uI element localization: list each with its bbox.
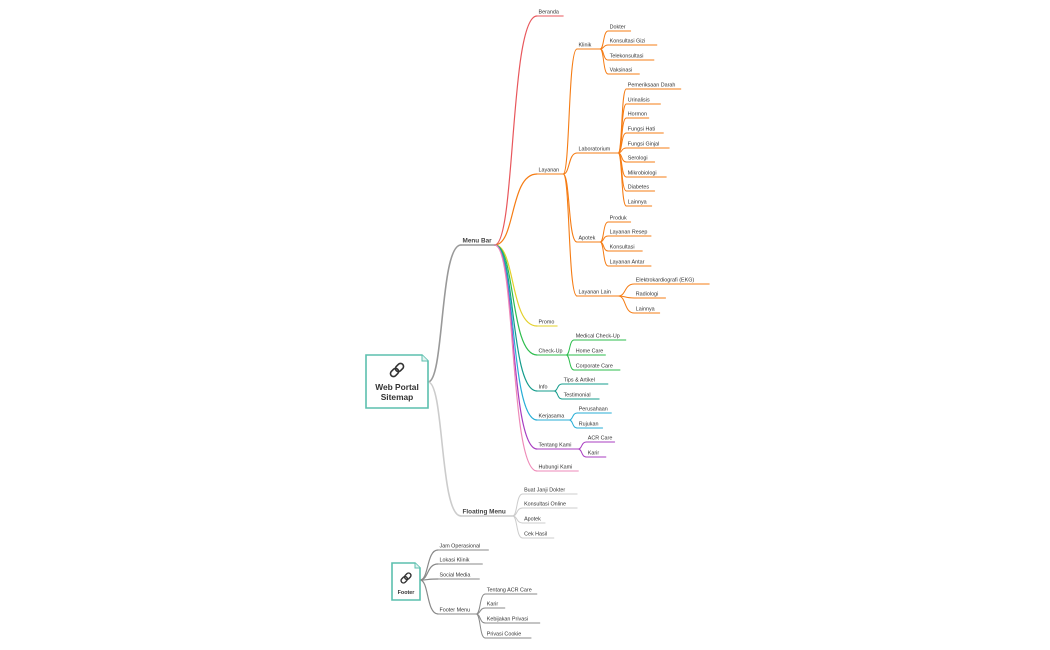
edge-layanan-layanan-lain [562, 173, 578, 297]
node-fungsi-hati[interactable]: Fungsi Hati [628, 127, 655, 133]
node-elektrokardiografi-ekg[interactable]: Elektrokardiografi (EKG) [636, 278, 695, 284]
mindmap-connectors [419, 15, 710, 639]
node-tips-artikel[interactable]: Tips & Artikel [564, 378, 595, 384]
edge-menu-bar-layanan [494, 173, 538, 246]
node-kerjasama[interactable]: Kerjasama [539, 414, 565, 420]
node-konsultasi-online[interactable]: Konsultasi Online [524, 502, 566, 508]
node-acr-care[interactable]: ACR Care [588, 436, 613, 442]
root-node-web-portal[interactable]: Web Portal Sitemap [365, 354, 429, 409]
node-apotek[interactable]: Apotek [579, 236, 596, 242]
link-icon [400, 572, 412, 584]
edge-kerjasama-leaf-1 [568, 419, 578, 429]
node-privasi-cookie[interactable]: Privasi Cookie [487, 632, 521, 638]
edge-floating-leaf-3 [512, 515, 524, 539]
edge-tentang-kami-leaf-0 [577, 441, 587, 450]
node-telekonsultasi[interactable]: Telekonsultasi [610, 54, 644, 60]
node-check-up[interactable]: Check-Up [539, 349, 563, 355]
node-karir[interactable]: Karir [588, 451, 600, 457]
node-perusahaan[interactable]: Perusahaan [579, 407, 608, 413]
node-lokasi-klinik[interactable]: Lokasi Klinik [440, 558, 470, 564]
edge-check-up-leaf-2 [565, 354, 575, 371]
node-menu-bar[interactable]: Menu Bar [463, 238, 493, 245]
edge-info-leaf-0 [553, 383, 563, 392]
node-layanan-resep[interactable]: Layanan Resep [610, 230, 648, 236]
node-radiologi[interactable]: Radiologi [636, 292, 658, 298]
node-diabetes[interactable]: Diabetes [628, 185, 650, 191]
node-fungsi-ginjal[interactable]: Fungsi Ginjal [628, 142, 659, 148]
node-laboratorium[interactable]: Laboratorium [579, 147, 611, 153]
edge-menu-bar-hubungi-kami [494, 244, 538, 472]
node-produk[interactable]: Produk [610, 216, 627, 222]
node-layanan-lain[interactable]: Layanan Lain [579, 290, 611, 296]
edge-footer-menu-leaf-3 [475, 613, 486, 639]
root-node-footer[interactable]: Footer [391, 562, 421, 601]
node-apotek[interactable]: Apotek [524, 517, 541, 523]
node-hormon[interactable]: Hormon [628, 112, 647, 118]
node-corporate-care[interactable]: Corporate Care [576, 364, 613, 370]
edge-tentang-kami-leaf-1 [577, 448, 587, 458]
edge-footer-footer-menu [419, 579, 439, 615]
edge-layanan-apotek [562, 173, 578, 243]
node-konsultasi-gizi[interactable]: Konsultasi Gizi [610, 39, 646, 45]
node-buat-janji-dokter[interactable]: Buat Janji Dokter [524, 488, 565, 494]
node-hubungi-kami[interactable]: Hubungi Kami [539, 465, 573, 471]
footer-title: Footer [398, 590, 416, 596]
node-layanan[interactable]: Layanan [539, 168, 560, 174]
edge-kerjasama-leaf-0 [568, 412, 578, 421]
edge-floating-leaf-0 [512, 493, 524, 517]
edge-layanan-klinik [562, 48, 578, 175]
node-testimonial[interactable]: Testimonial [564, 393, 591, 399]
edge-menu-bar-beranda [494, 15, 538, 246]
node-jam-operasional[interactable]: Jam Operasional [440, 544, 481, 550]
edge-root-floating-menu [427, 381, 462, 517]
node-layanan-antar[interactable]: Layanan Antar [610, 260, 645, 266]
node-karir[interactable]: Karir [487, 602, 499, 608]
edge-check-up-leaf-0 [565, 339, 575, 356]
node-cek-hasil[interactable]: Cek Hasil [524, 532, 547, 538]
node-lainnya[interactable]: Lainnya [636, 307, 655, 313]
edge-layanan-laboratorium [562, 152, 578, 175]
node-dokter[interactable]: Dokter [610, 25, 626, 31]
node-rujukan[interactable]: Rujukan [579, 422, 599, 428]
edge-laboratorium-leaf-8 [617, 152, 627, 207]
node-serologi[interactable]: Serologi [628, 156, 648, 162]
node-urinalisis[interactable]: Urinalisis [628, 98, 650, 104]
node-info[interactable]: Info [539, 385, 548, 391]
edge-klinik-leaf-3 [599, 48, 609, 75]
node-promo[interactable]: Promo [539, 320, 555, 326]
node-kebijakan-privasi[interactable]: Kebijakan Privasi [487, 617, 528, 623]
node-beranda[interactable]: Beranda [539, 10, 559, 16]
node-medical-check-up[interactable]: Medical Check-Up [576, 334, 620, 340]
node-footer-menu[interactable]: Footer Menu [440, 608, 471, 614]
edge-footer-lokasi-klinik [419, 563, 439, 581]
node-lainnya[interactable]: Lainnya [628, 200, 647, 206]
edge-layanan-lain-leaf-2 [617, 295, 635, 314]
node-konsultasi[interactable]: Konsultasi [610, 245, 635, 251]
edge-footer-jam-operasional [419, 549, 439, 581]
node-social-media[interactable]: Social Media [440, 573, 471, 579]
edge-info-leaf-1 [553, 390, 563, 400]
edge-root-menu-bar [427, 244, 462, 383]
node-tentang-kami[interactable]: Tentang Kami [539, 443, 572, 449]
link-icon [389, 362, 405, 378]
edge-klinik-leaf-1 [599, 44, 609, 50]
node-floating-menu[interactable]: Floating Menu [463, 509, 506, 516]
edge-apotek-leaf-3 [599, 241, 609, 267]
node-vaksinasi[interactable]: Vaksinasi [610, 68, 633, 74]
root-title-line-1: Web Portal [375, 382, 419, 392]
edge-menu-bar-tentang-kami [494, 244, 538, 450]
node-tentang-acr-care[interactable]: Tentang ACR Care [487, 588, 532, 594]
node-klinik[interactable]: Klinik [579, 43, 592, 49]
root-title-line-2: Sitemap [381, 392, 414, 402]
edge-layanan-lain-leaf-0 [617, 283, 635, 297]
node-mikrobiologi[interactable]: Mikrobiologi [628, 171, 657, 177]
node-home-care[interactable]: Home Care [576, 349, 604, 355]
node-pemeriksaan-darah[interactable]: Pemeriksaan Darah [628, 83, 676, 89]
